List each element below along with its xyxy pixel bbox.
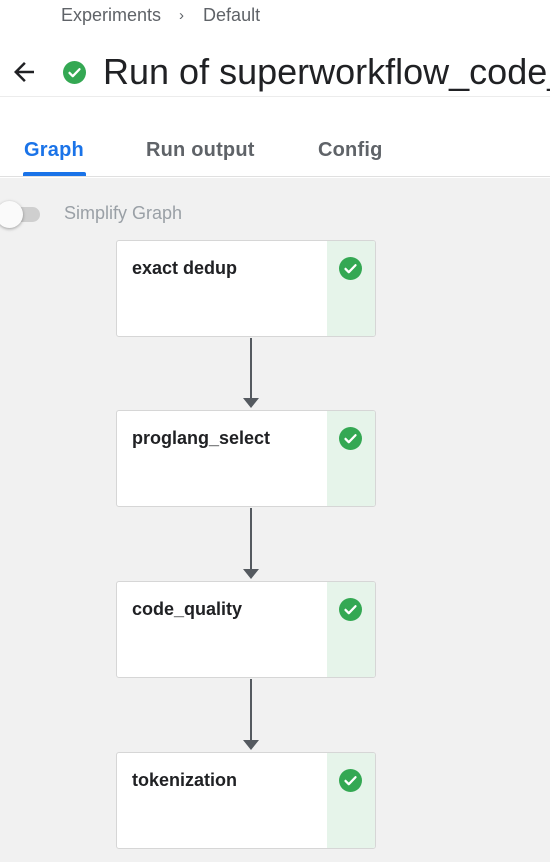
breadcrumb: Experiments › Default — [61, 4, 260, 26]
toggle-thumb — [0, 201, 23, 228]
page-title: Run of superworkflow_code_ — [103, 51, 550, 92]
tab-bar: Graph Run output Config — [0, 97, 550, 177]
breadcrumb-separator: › — [179, 6, 185, 24]
simplify-graph-toggle[interactable] — [0, 200, 44, 228]
tab-run-output[interactable]: Run output — [146, 139, 255, 161]
node-status — [327, 411, 375, 506]
node-label: code_quality — [132, 599, 243, 619]
edge-line — [250, 508, 252, 571]
graph-edge — [243, 338, 259, 408]
node-label: exact dedup — [132, 258, 238, 278]
graph-node-exact-dedup[interactable]: exact dedup — [116, 240, 376, 337]
graph-canvas[interactable]: Simplify Graph exact dedup proglang_sele… — [0, 178, 550, 862]
breadcrumb-default[interactable]: Default — [203, 4, 261, 25]
arrow-back-icon — [14, 62, 34, 82]
page-header: Experiments › Default Run of superworkfl… — [0, 0, 550, 97]
node-status — [327, 582, 375, 677]
graph-edge — [243, 508, 259, 579]
node-status — [327, 241, 375, 336]
arrow-head-icon — [243, 569, 259, 579]
check-circle-icon — [63, 61, 86, 84]
edge-line — [250, 338, 252, 400]
edge-line — [250, 679, 252, 742]
tab-graph[interactable]: Graph — [24, 139, 84, 161]
check-circle-icon — [339, 769, 362, 792]
node-status — [327, 753, 375, 848]
graph-node-code-quality[interactable]: code_quality — [116, 581, 376, 678]
title-row: Run of superworkflow_code_ — [0, 50, 550, 94]
arrow-head-icon — [243, 740, 259, 750]
node-label: proglang_select — [132, 428, 271, 448]
graph-edge — [243, 679, 259, 750]
node-label: tokenization — [132, 770, 238, 790]
check-circle-icon — [339, 598, 362, 621]
tab-config[interactable]: Config — [318, 139, 383, 161]
check-circle-icon — [339, 427, 362, 450]
check-circle-icon — [339, 257, 362, 280]
active-tab-indicator — [23, 172, 86, 176]
breadcrumb-experiments[interactable]: Experiments — [61, 4, 162, 25]
arrow-head-icon — [243, 398, 259, 408]
graph-node-proglang-select[interactable]: proglang_select — [116, 410, 376, 507]
back-button[interactable] — [6, 54, 42, 90]
simplify-graph-label: Simplify Graph — [64, 203, 183, 223]
graph-node-tokenization[interactable]: tokenization — [116, 752, 376, 849]
